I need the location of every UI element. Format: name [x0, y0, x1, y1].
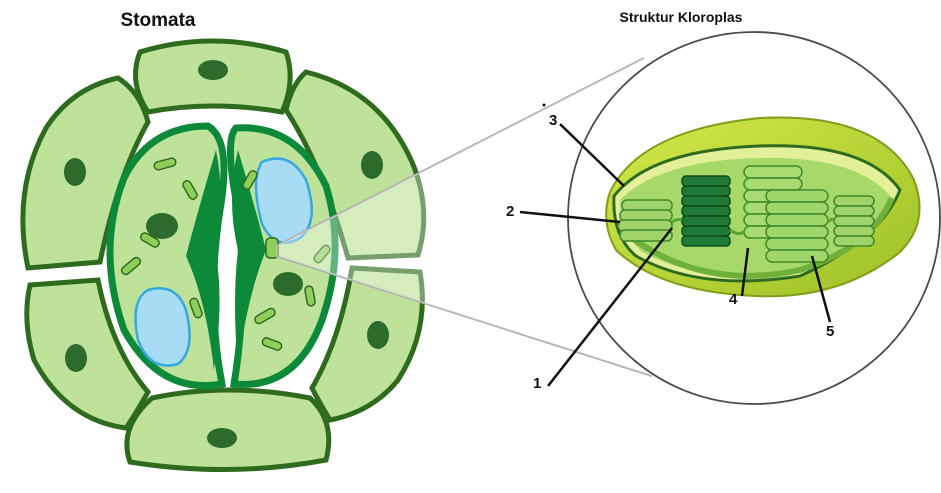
stray-dot: [542, 103, 546, 107]
zoom-lines: [275, 57, 653, 377]
label-5: 5: [826, 323, 834, 340]
label-1: 1: [533, 375, 541, 392]
nucleus-top-right: [361, 151, 383, 179]
granum-left: [617, 199, 673, 242]
nucleus-top-left: [64, 158, 86, 186]
highlighted-chloroplast: [265, 237, 279, 259]
granum-front: [765, 189, 829, 263]
chloroplast-illustration: [605, 116, 921, 298]
guard-nucleus-right: [273, 272, 303, 296]
label-2: 2: [506, 203, 514, 220]
stomata-illustration: [20, 38, 427, 473]
vacuole-left: [134, 287, 191, 367]
epidermal-cell-bottom-left: [24, 277, 152, 431]
chloroplast-title: Struktur Kloroplas: [620, 9, 743, 25]
epidermal-cell-top-right: [283, 69, 427, 261]
epidermal-cell-bottom-right: [309, 265, 425, 423]
vacuole-right: [254, 157, 313, 244]
epidermal-nuclei: [64, 60, 389, 448]
nucleus-bottom-left: [65, 344, 87, 372]
guard-nucleus-left: [146, 213, 178, 239]
label-4: 4: [729, 291, 738, 308]
granum-right: [833, 195, 875, 247]
guard-chloroplasts: [120, 157, 331, 351]
leader-lines: [519, 123, 832, 387]
stomata-title: Stomata: [121, 10, 196, 31]
nucleus-bottom-right: [367, 321, 389, 349]
lamellae: [671, 217, 836, 236]
nucleus-top: [198, 60, 228, 80]
granum-dark: [681, 175, 731, 247]
label-3: 3: [549, 112, 557, 129]
nucleus-bottom: [207, 428, 237, 448]
